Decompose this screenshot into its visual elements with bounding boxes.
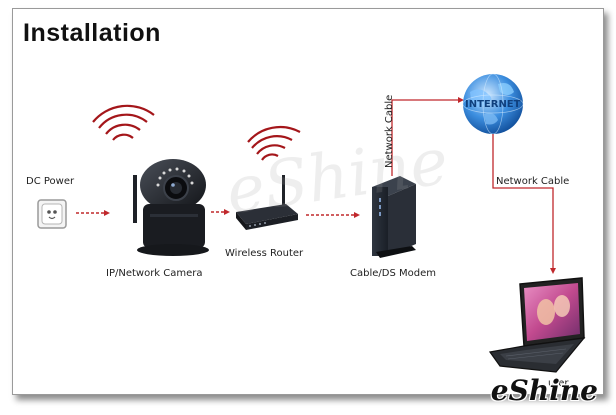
- diagram-frame: Installation: [12, 8, 604, 395]
- wireless-router-label: Wireless Router: [225, 248, 304, 259]
- power-outlet-icon: [37, 199, 67, 229]
- computer-partial-label: uter: [548, 378, 569, 389]
- router-to-modem-connector: [306, 212, 360, 218]
- wireless-router-icon: [236, 175, 298, 230]
- internet-globe-icon: [462, 73, 524, 135]
- ip-camera-icon: [133, 159, 209, 256]
- dc-power-label: DC Power: [26, 176, 75, 187]
- power-to-camera-connector: [76, 210, 110, 216]
- signature: eShine: [490, 374, 598, 407]
- page-title: Installation: [23, 19, 161, 47]
- internet-to-computer-connector: [492, 134, 556, 274]
- modem-to-internet-connector: [391, 97, 464, 176]
- camera-wifi-waves-icon: [92, 104, 155, 141]
- modem-label: Cable/DS Modem: [350, 268, 436, 279]
- ip-camera-label: IP/Network Camera: [106, 268, 203, 279]
- internet-label: INTERNET: [465, 99, 521, 110]
- cable-modem-icon: [372, 176, 416, 258]
- laptop-computer-icon: [488, 277, 586, 373]
- network-cable-horizontal-label: Network Cable: [496, 176, 570, 187]
- router-wifi-waves-icon: [247, 125, 301, 161]
- camera-to-router-connector: [211, 209, 230, 215]
